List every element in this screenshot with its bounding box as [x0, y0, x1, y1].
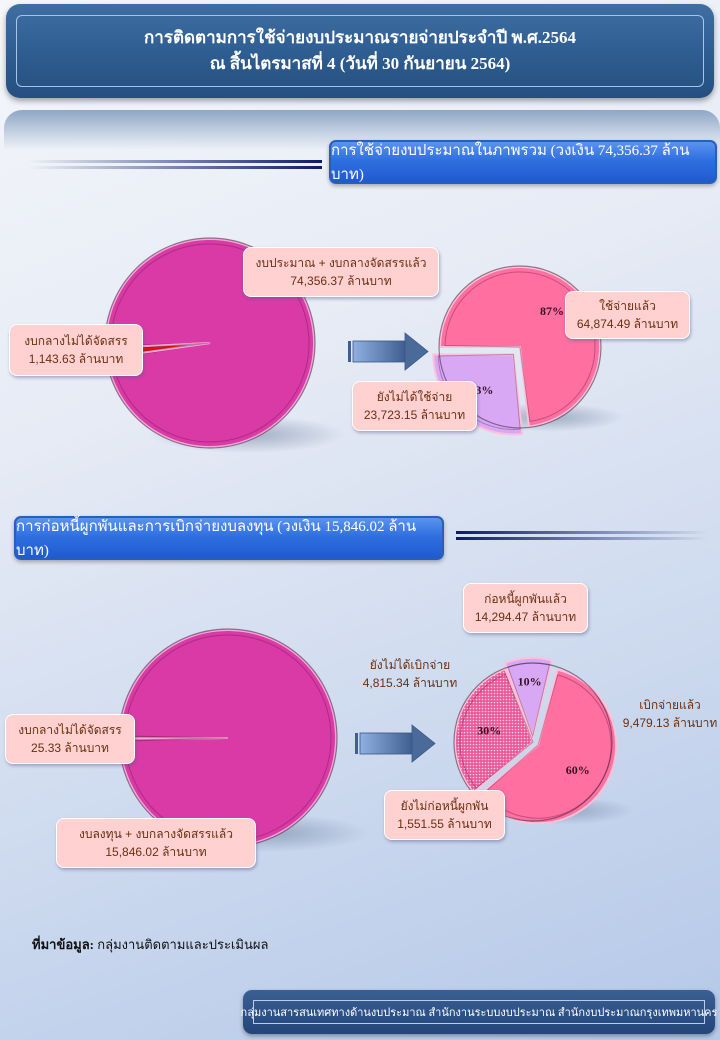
pie-chart-spending: 87%13% [432, 265, 624, 436]
data-source: ที่มาข้อมูล: กลุ่มงานติดตามและประเมินผล [32, 934, 268, 955]
decorative-rule [28, 160, 322, 163]
label-unallocated-2-value: 25.33 ล้านบาท [31, 741, 109, 755]
title-banner: การติดตามการใช้จ่ายงบประมาณรายจ่ายประจำป… [6, 4, 714, 98]
label-spent: ใช้จ่ายแล้ว 64,874.49 ล้านบาท [565, 291, 690, 339]
decorative-rule [456, 531, 708, 534]
pie-slice-rim-0 [110, 243, 310, 443]
pie-percent-label-0: 87% [540, 304, 564, 318]
label-unspent-value: 23,723.15 ล้านบาท [363, 408, 466, 422]
label-not-disbursed-title: ยังไม่ได้เบิกจ่าย [369, 658, 451, 672]
section1-header-text: การใช้จ่ายงบประมาณในภาพรวม (วงเงิน 74,35… [331, 143, 690, 183]
pie-percent-label-0: 60% [566, 763, 590, 777]
pie-slice-rim-1 [459, 673, 534, 789]
label-unallocated-title: งบกลางไม่ได้จัดสรร [24, 334, 128, 348]
label-allocated-2-value: 15,846.02 ล้านบาท [105, 845, 207, 859]
pie-percent-label-2: 10% [518, 674, 542, 688]
label-allocated-title: งบประมาณ + งบกลางจัดสรรแล้ว [255, 256, 427, 270]
label-spent-value: 64,874.49 ล้านบาท [576, 317, 679, 331]
label-not-disbursed: ยังไม่ได้เบิกจ่าย 4,815.34 ล้านบาท [355, 656, 465, 692]
page-title: การติดตามการใช้จ่ายงบประมาณรายจ่ายประจำป… [144, 28, 576, 47]
label-allocated: งบประมาณ + งบกลางจัดสรรแล้ว 74,356.37 ล้… [243, 247, 439, 297]
label-not-committed: ยังไม่ก่อหนี้ผูกพัน 1,551.55 ล้านบาท [384, 790, 505, 840]
footer-text: กลุ่มงานสารสนเทศทางด้านงบประมาณ สำนักงาน… [240, 1007, 718, 1019]
decorative-rule [28, 166, 322, 169]
section2-header-text: การก่อหนี้ผูกพันและการเบิกจ่ายงบลงทุน (ว… [16, 519, 417, 559]
data-source-label: ที่มาข้อมูล: [32, 937, 94, 952]
section1-header: การใช้จ่ายงบประมาณในภาพรวม (วงเงิน 74,35… [329, 140, 717, 184]
label-disbursed-value: 9,479.13 ล้านบาท [622, 716, 718, 730]
pie-chart-commitment: 60% 30% 10% [453, 657, 635, 825]
label-disbursed-title: เบิกจ่ายแล้ว [639, 698, 701, 712]
label-disbursed: เบิกจ่ายแล้ว 9,479.13 ล้านบาท [622, 696, 718, 732]
pie-outline [438, 265, 602, 429]
label-spent-title: ใช้จ่ายแล้ว [599, 299, 656, 313]
arrow-right-icon [348, 332, 429, 371]
footer-banner: กลุ่มงานสารสนเทศทางด้านงบประมาณ สำนักงาน… [241, 990, 717, 1034]
label-allocated-value: 74,356.37 ล้านบาท [290, 274, 392, 288]
page-subtitle: ณ สิ้นไตรมาสที่ 4 (วันที่ 30 กันยายน 256… [209, 54, 511, 73]
label-not-committed-value: 1,551.55 ล้านบาท [397, 817, 492, 831]
pie-slice-2 [503, 657, 554, 740]
pie-slice-1 [454, 667, 535, 794]
title-frame: การติดตามการใช้จ่ายงบประมาณรายจ่ายประจำป… [16, 15, 704, 87]
label-unallocated: งบกลางไม่ได้จัดสรร 1,143.63 ล้านบาท [9, 324, 143, 376]
label-allocated-2-title: งบลงทุน + งบกลางจัดสรรแล้ว [78, 827, 234, 841]
label-unallocated-2-title: งบกลางไม่ได้จัดสรร [18, 723, 122, 737]
label-unspent: ยังไม่ได้ใช้จ่าย 23,723.15 ล้านบาท [352, 381, 477, 431]
label-committed: ก่อหนี้ผูกพันแล้ว 14,294.47 ล้านบาท [463, 583, 588, 633]
label-unspent-title: ยังไม่ได้ใช้จ่าย [376, 390, 453, 404]
label-allocated-2: งบลงทุน + งบกลางจัดสรรแล้ว 15,846.02 ล้า… [56, 818, 256, 868]
label-unallocated-value: 1,143.63 ล้านบาท [28, 352, 124, 366]
label-committed-value: 14,294.47 ล้านบาท [474, 610, 577, 624]
footer-frame: กลุ่มงานสารสนเทศทางด้านงบประมาณ สำนักงาน… [241, 1000, 717, 1024]
label-not-disbursed-value: 4,815.34 ล้านบาท [362, 676, 458, 690]
pie-outline [453, 662, 613, 822]
section2-header: การก่อหนี้ผูกพันและการเบิกจ่ายงบลงทุน (ว… [14, 516, 444, 560]
pie-slice-0 [438, 266, 601, 428]
pie-percent-label-1: 30% [477, 724, 501, 738]
label-unallocated-2: งบกลางไม่ได้จัดสรร 25.33 ล้านบาท [5, 714, 135, 764]
label-committed-title: ก่อหนี้ผูกพันแล้ว [484, 592, 567, 606]
arrow-right-icon [355, 724, 436, 763]
data-source-text: กลุ่มงานติดตามและประเมินผล [94, 937, 269, 952]
decorative-rule [456, 537, 708, 540]
label-not-committed-title: ยังไม่ก่อหนี้ผูกพัน [400, 799, 489, 813]
